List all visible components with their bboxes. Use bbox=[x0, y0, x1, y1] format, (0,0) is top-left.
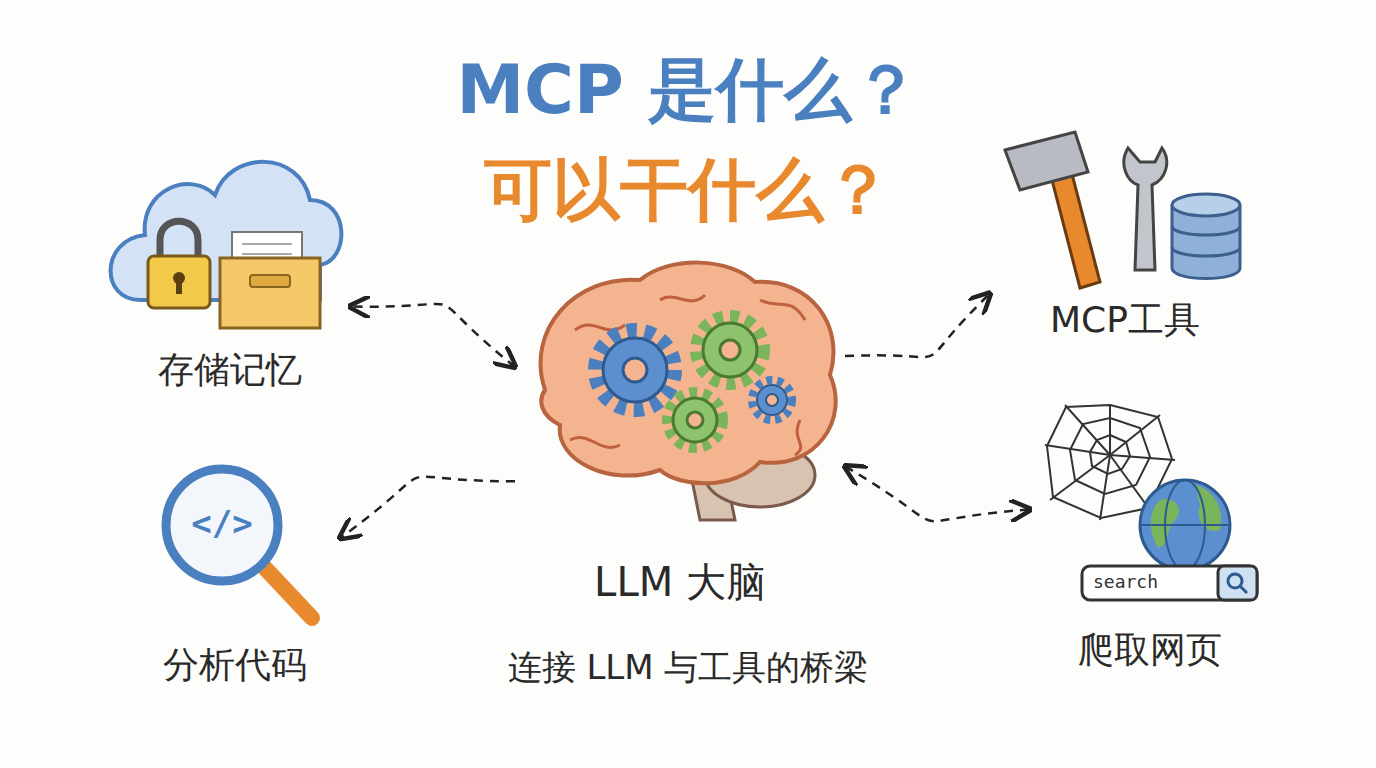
node-label: 存储记忆 bbox=[158, 346, 302, 395]
gears bbox=[595, 316, 792, 448]
icon-node: 分析代码 bbox=[130, 455, 340, 690]
node-label: 爬取网页 bbox=[1078, 626, 1222, 675]
magnifier-handle bbox=[265, 568, 312, 618]
dashed-arrow bbox=[845, 293, 990, 357]
code-symbol: </> bbox=[191, 503, 252, 543]
subtitle-question: 可以干什么？ bbox=[484, 145, 892, 236]
caption-text: 连接 LLM 与工具的桥梁 bbox=[508, 645, 869, 691]
dashed-arrow bbox=[350, 304, 515, 367]
title: MCP 是什么？ bbox=[456, 45, 919, 136]
search-bar bbox=[1082, 566, 1257, 600]
icon-node: 存储记忆 bbox=[110, 130, 350, 395]
dashed-arrow bbox=[340, 477, 515, 539]
file-box bbox=[220, 258, 320, 328]
lock-shackle bbox=[160, 221, 198, 258]
icon-node: LLM 大脑 bbox=[515, 245, 845, 610]
lock-body bbox=[148, 256, 210, 308]
magnifier-lens bbox=[166, 469, 278, 581]
globe bbox=[1140, 480, 1230, 570]
database-icon bbox=[1172, 194, 1240, 279]
icon-node: MCP工具 bbox=[990, 125, 1260, 345]
brain bbox=[541, 263, 836, 484]
node-label: MCP工具 bbox=[1050, 296, 1200, 345]
dashed-arrow bbox=[845, 466, 1030, 521]
hammer-head bbox=[1005, 132, 1088, 190]
search-text: search bbox=[1093, 571, 1158, 592]
icon-node: 爬取网页 bbox=[1030, 400, 1270, 675]
node-label: LLM 大脑 bbox=[594, 555, 766, 610]
hammer-handle bbox=[1052, 174, 1100, 288]
node-label: 分析代码 bbox=[163, 641, 307, 690]
wrench bbox=[1124, 148, 1167, 270]
